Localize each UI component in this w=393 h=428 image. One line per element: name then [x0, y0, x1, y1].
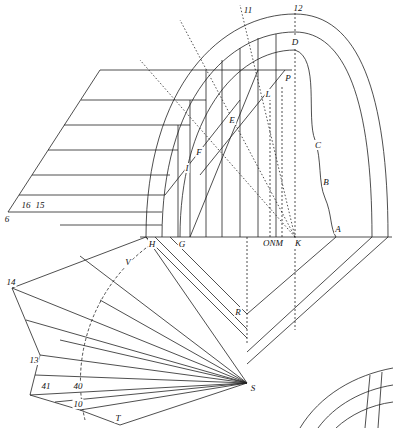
- point-label: 16: [21, 200, 32, 210]
- point-label: L: [264, 89, 271, 99]
- point-label: T: [114, 413, 121, 423]
- point-label: 14: [6, 277, 17, 287]
- point-label: 6: [4, 214, 11, 224]
- point-label: I: [185, 163, 190, 173]
- point-label: K: [294, 238, 302, 248]
- point-label: B: [322, 177, 330, 187]
- point-label: S: [250, 383, 257, 393]
- point-label: 13: [29, 355, 40, 365]
- point-label: 40: [73, 381, 84, 391]
- point-label: H: [148, 239, 157, 249]
- point-label: V: [124, 257, 132, 267]
- point-label: 10: [73, 399, 84, 409]
- point-label: D: [291, 37, 300, 47]
- point-label: C: [314, 140, 322, 150]
- point-label: 15: [35, 200, 46, 210]
- point-label: R: [234, 307, 242, 317]
- point-label: ONM: [262, 238, 284, 248]
- point-label: 11: [243, 5, 253, 15]
- point-label: P: [284, 73, 292, 83]
- point-label: G: [178, 239, 187, 249]
- point-label: 12: [293, 3, 304, 13]
- point-label: 41: [41, 381, 52, 391]
- point-label: A: [334, 224, 342, 234]
- point-label: F: [195, 147, 203, 157]
- point-label: E: [228, 115, 236, 125]
